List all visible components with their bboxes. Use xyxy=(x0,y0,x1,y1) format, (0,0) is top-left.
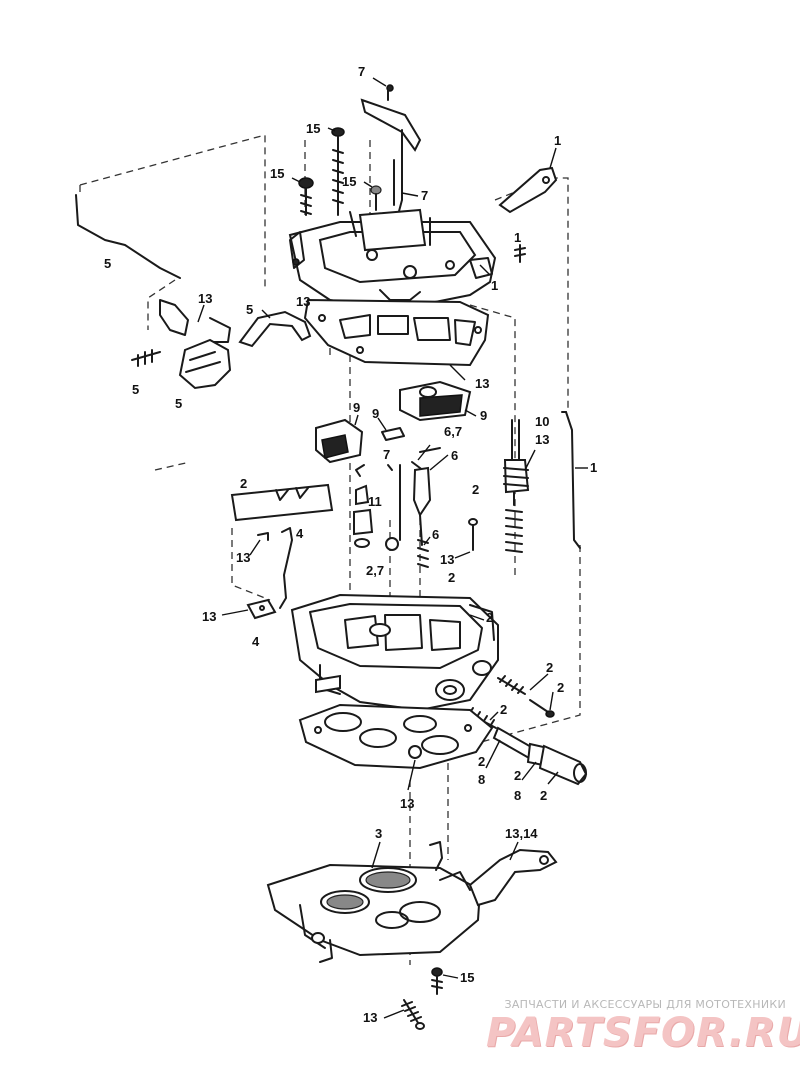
callout-6a: 6 xyxy=(451,448,458,463)
callout-13c: 13 xyxy=(475,376,489,391)
watermark: ЗАПЧАСТИ И АКСЕССУАРЫ ДЛЯ МОТОТЕХНИКИ PA… xyxy=(486,998,800,1055)
callout-2i: 2 xyxy=(514,768,521,783)
throttle-body xyxy=(266,841,558,963)
throttle-body-gasket xyxy=(298,703,494,770)
pump-link xyxy=(246,527,293,620)
callout-11: 11 xyxy=(368,494,382,509)
air-horn-top-cover xyxy=(288,208,497,310)
callout-13d: 13 xyxy=(535,432,549,447)
callout-5c: 5 xyxy=(132,382,139,397)
callout-2f: 2 xyxy=(557,680,564,695)
accelerator-pump xyxy=(503,419,530,553)
callout-labels: 7 15 1 15 15 7 1 1 5 13 13 5 5 5 13 9 9 … xyxy=(104,64,597,1025)
callout-13i: 13 xyxy=(363,1010,377,1025)
callout-9a: 9 xyxy=(353,400,360,415)
callout-3: 3 xyxy=(375,826,382,841)
callout-6b: 6 xyxy=(432,527,439,542)
callout-15d: 15 xyxy=(460,970,474,985)
pump-plunger xyxy=(492,726,588,786)
callout-67: 6,7 xyxy=(444,424,462,439)
callout-13g: 13 xyxy=(202,609,216,624)
callout-13f: 13 xyxy=(440,552,454,567)
choke-lever-assembly xyxy=(360,84,422,216)
float-bowl-body xyxy=(290,593,499,712)
callout-2h: 2 xyxy=(478,754,485,769)
callout-1a: 1 xyxy=(554,133,561,148)
callout-15b: 15 xyxy=(270,166,284,181)
callout-15c: 15 xyxy=(342,174,356,189)
callout-13e: 13 xyxy=(236,550,250,565)
callout-2e: 2 xyxy=(546,660,553,675)
throttle-body-screws xyxy=(401,967,443,1030)
metering-rods xyxy=(353,447,478,568)
callout-27: 2,7 xyxy=(366,563,384,578)
callout-2d: 2 xyxy=(486,610,493,625)
choke-shaft-lever xyxy=(498,166,558,263)
callout-5d: 5 xyxy=(175,396,182,411)
callout-7a: 7 xyxy=(358,64,365,79)
callout-9c: 9 xyxy=(480,408,487,423)
callout-1b: 1 xyxy=(514,230,521,245)
callout-13b: 13 xyxy=(198,291,212,306)
air-horn-screws xyxy=(298,127,382,216)
callout-7c: 7 xyxy=(383,447,390,462)
callout-2a: 2 xyxy=(240,476,247,491)
callout-5a: 5 xyxy=(104,256,111,271)
callout-2b: 2 xyxy=(472,482,479,497)
watermark-logo-text: PARTSFOR.RU xyxy=(486,1010,800,1056)
callout-7b: 7 xyxy=(421,188,428,203)
callout-9b: 9 xyxy=(372,406,379,421)
callout-13h: 13 xyxy=(400,796,414,811)
callout-1314: 13,14 xyxy=(505,826,538,841)
bowl-baffle xyxy=(230,483,334,522)
callout-10: 10 xyxy=(535,414,549,429)
vacuum-break-assembly xyxy=(75,194,312,390)
callout-2c: 2 xyxy=(448,570,455,585)
callout-13a: 13 xyxy=(296,294,310,309)
callout-4b: 4 xyxy=(252,634,260,649)
assembly-guide-lines xyxy=(79,134,581,965)
watermark-caption: ЗАПЧАСТИ И АКСЕССУАРЫ ДЛЯ МОТОТЕХНИКИ xyxy=(504,998,786,1011)
callout-8a: 8 xyxy=(478,772,485,787)
callout-1c: 1 xyxy=(491,278,498,293)
callout-4a: 4 xyxy=(296,526,304,541)
choke-link-rod xyxy=(561,411,581,549)
watermark-logo: PARTSFOR.RU xyxy=(486,1011,800,1055)
callout-2j: 2 xyxy=(540,788,547,803)
callout-leaders xyxy=(197,77,588,1019)
callout-5b: 5 xyxy=(246,302,253,317)
callout-15a: 15 xyxy=(306,121,320,136)
callout-8b: 8 xyxy=(514,788,521,803)
float-and-needle xyxy=(315,380,472,464)
air-horn-gasket xyxy=(303,298,490,367)
callout-1d: 1 xyxy=(590,460,597,475)
callout-2g: 2 xyxy=(500,702,507,717)
